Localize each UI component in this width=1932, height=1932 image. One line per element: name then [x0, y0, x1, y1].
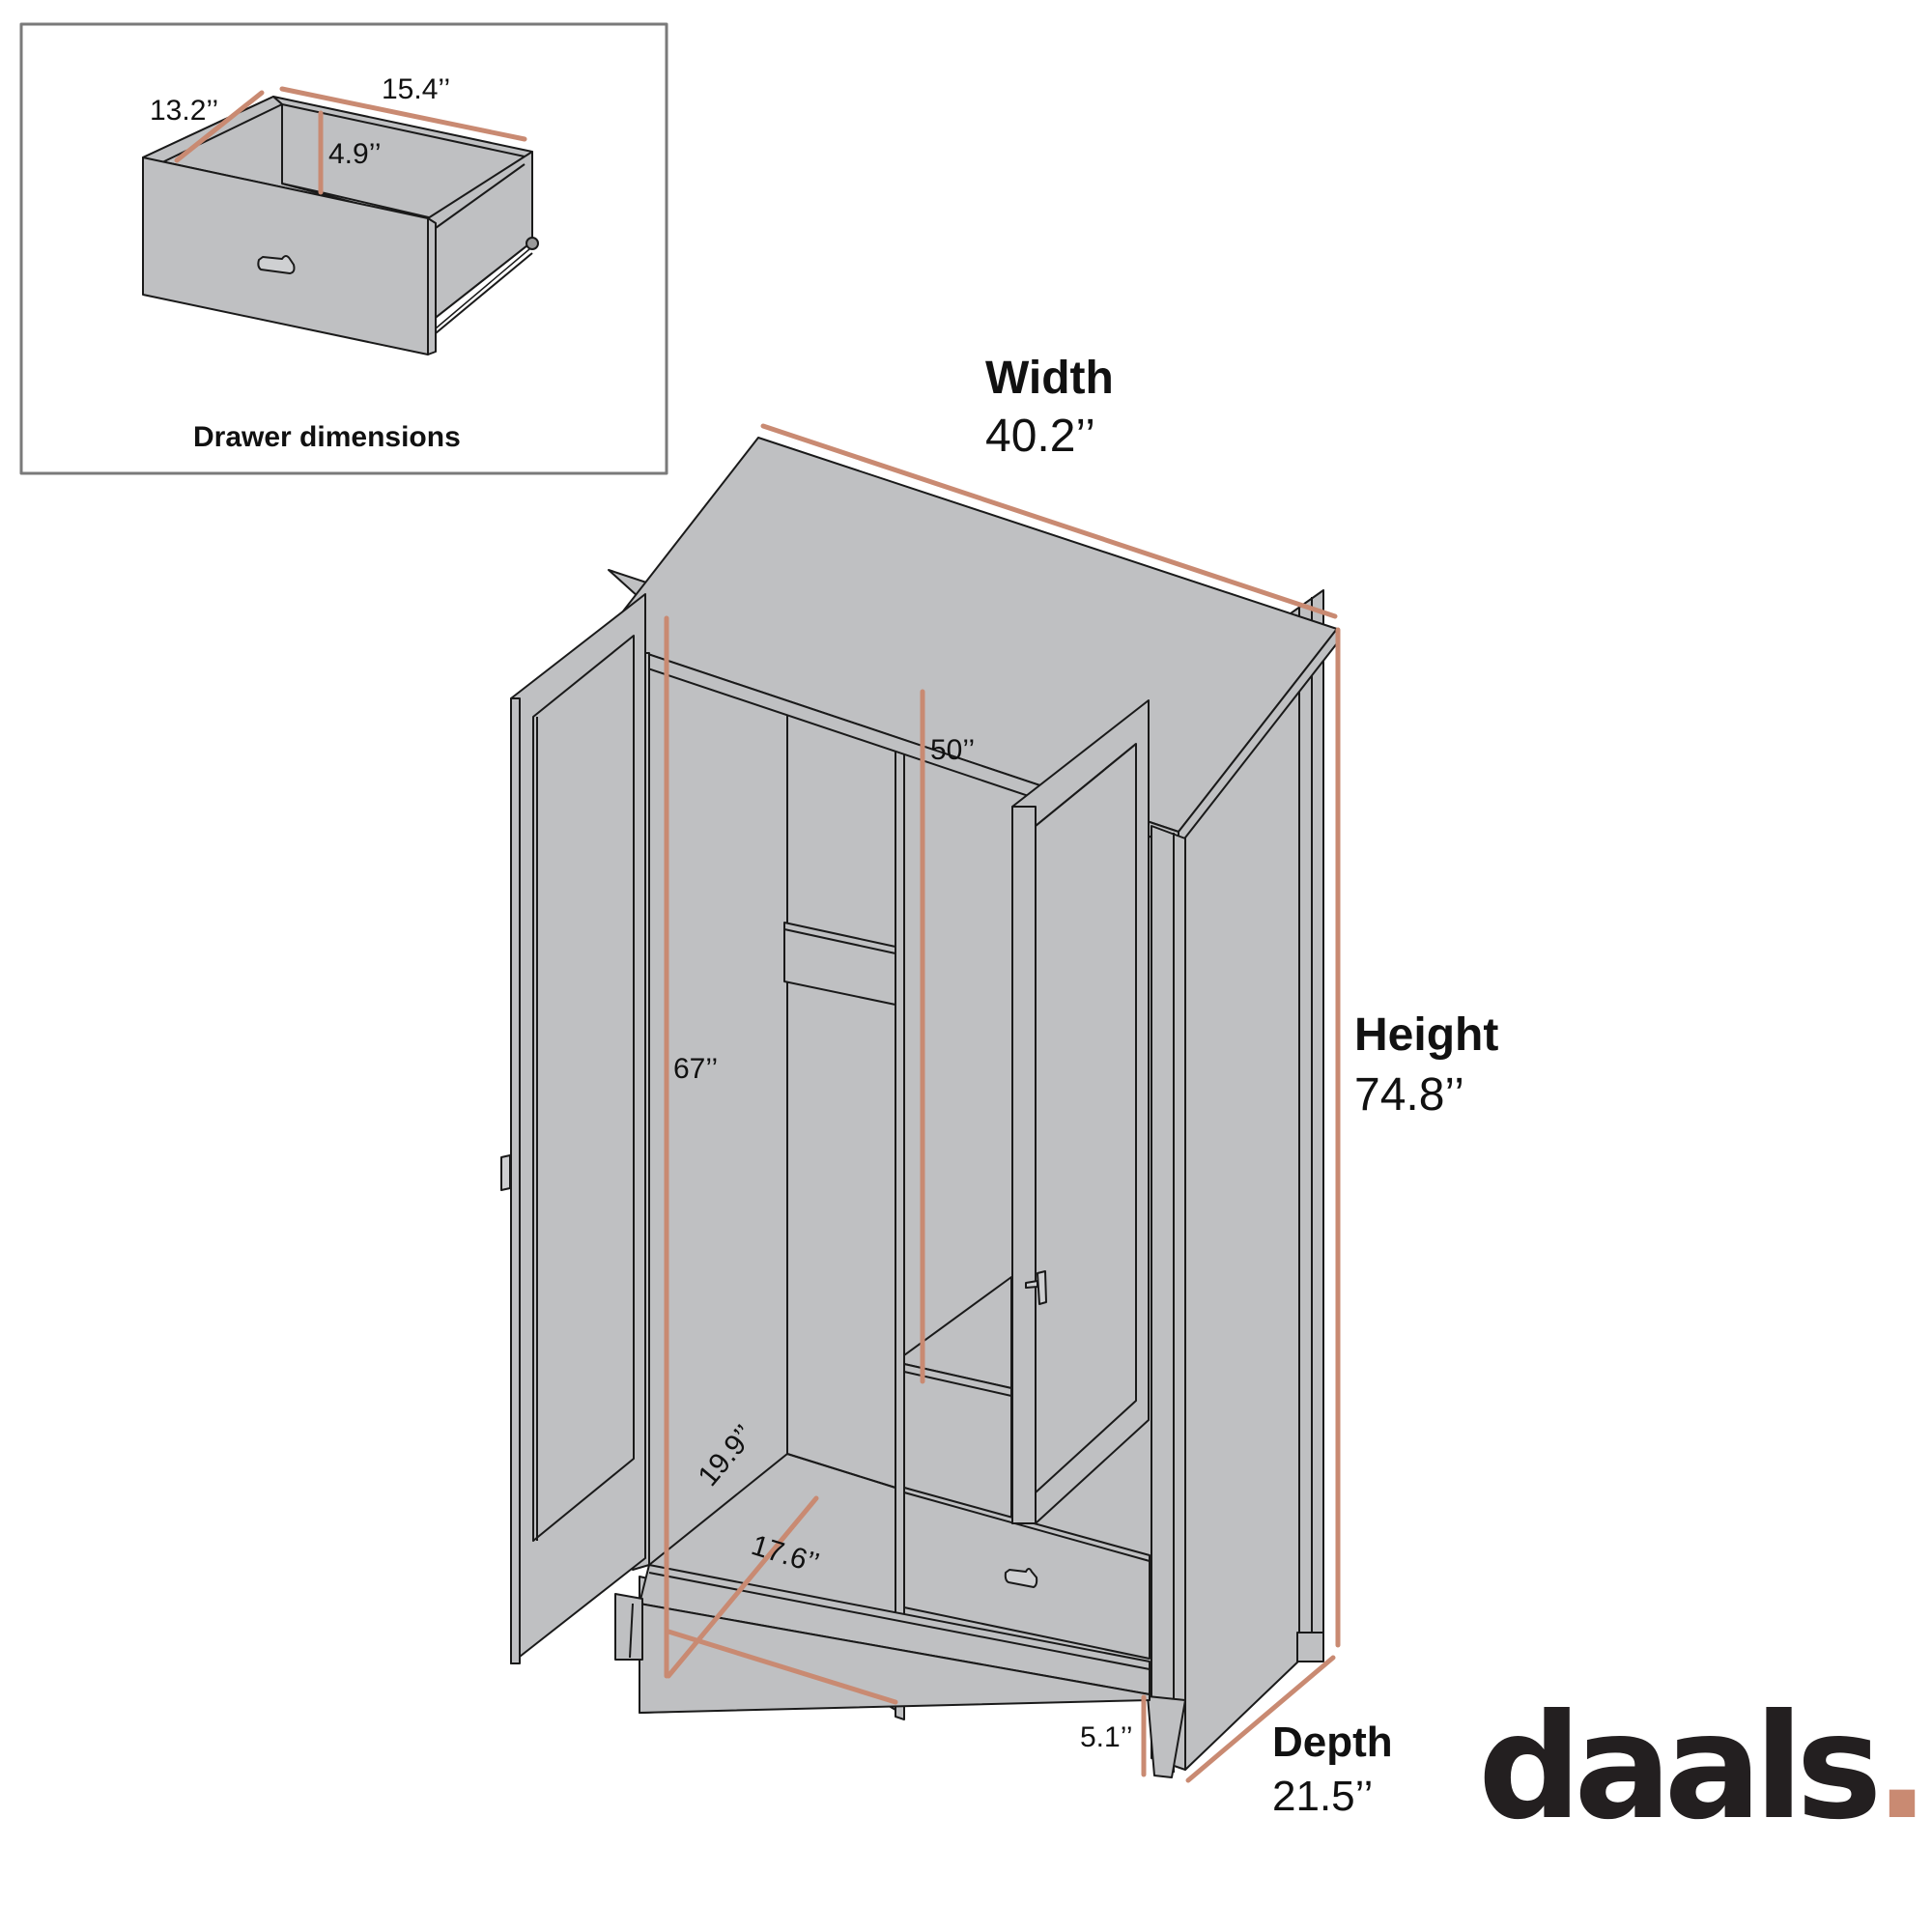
overall-depth-line: [1185, 1655, 1336, 1783]
drawer-handle-icon: [257, 255, 296, 274]
brand-dot-icon: .: [1874, 1684, 1930, 1852]
brand-name: daals: [1478, 1684, 1883, 1852]
depth-value: 21.5’’: [1272, 1773, 1374, 1820]
drawer-width-label: 15.4’’: [382, 73, 451, 105]
leg-height-label: 5.1’’: [1080, 1721, 1133, 1753]
drawer-depth-label: 13.2’’: [150, 95, 219, 127]
overall-width-line: [760, 423, 1338, 619]
drawer-slide-roller-icon: [526, 237, 539, 250]
depth-title: Depth: [1272, 1719, 1393, 1766]
interior-width-line: [666, 1629, 898, 1705]
left-door-handle-icon: [500, 1154, 511, 1191]
dimension-lines: [174, 86, 1341, 1783]
brand-logo: daals.: [1478, 1695, 1929, 1840]
drawer-depth-line: [174, 90, 265, 163]
lower-drawer-handle-icon: [1004, 1568, 1038, 1588]
height-value: 74.8’’: [1354, 1069, 1464, 1121]
interior-depth-line: [666, 1495, 819, 1679]
drawer-height-label: 4.9’’: [328, 138, 382, 170]
right-door-handle-icon: [1025, 1270, 1047, 1305]
right-hanging-height-label: 50’’: [930, 734, 976, 766]
width-title: Width: [985, 353, 1114, 404]
width-value: 40.2’’: [985, 411, 1095, 462]
left-hanging-height-label: 67’’: [673, 1053, 719, 1085]
wardrobe-illustration: [500, 437, 1338, 1778]
drawer-width-line: [279, 86, 527, 142]
inset-caption: Drawer dimensions: [193, 421, 461, 453]
height-title: Height: [1354, 1009, 1499, 1061]
